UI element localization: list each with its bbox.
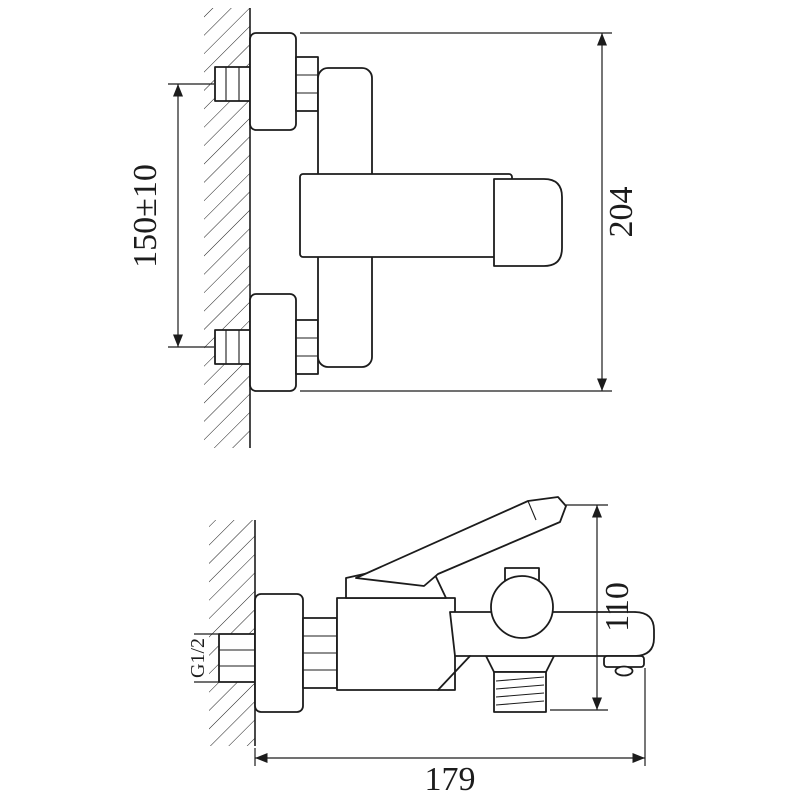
top-connector-nut (295, 56, 319, 112)
dimension-height: 110 (550, 504, 636, 711)
connector-nut-side (302, 617, 338, 689)
eccentric-side (254, 593, 304, 713)
wall-nut-side (218, 633, 256, 683)
side-view: G1/2 110 179 (187, 496, 655, 798)
handle-grip-front (493, 178, 563, 267)
bottom-eccentric (249, 293, 297, 392)
dimension-overall-height: 204 (300, 32, 640, 392)
top-wall-nut (214, 66, 251, 102)
dimension-depth: 179 (254, 668, 646, 798)
thread-size-label: G1/2 (187, 638, 209, 678)
handle-lever-side (355, 496, 567, 587)
aerator (603, 655, 645, 668)
diverter-knob (490, 575, 554, 639)
spout-front (299, 173, 513, 258)
bottom-wall-nut (214, 329, 251, 365)
body-side (336, 597, 456, 691)
body-underside-edge (437, 655, 471, 691)
front-view: 150±10 204 (127, 8, 640, 448)
top-eccentric (249, 32, 297, 131)
height-label: 110 (599, 582, 636, 632)
overall-height-label: 204 (603, 187, 640, 238)
mount-spacing-label: 150±10 (127, 164, 164, 268)
thread-callout: G1/2 (187, 633, 219, 683)
dimension-mount-spacing: 150±10 (127, 83, 214, 348)
aerator-outlet (614, 665, 634, 677)
depth-label: 179 (425, 761, 476, 798)
shower-outlet (485, 655, 555, 713)
wall-hatch-side (209, 520, 255, 746)
bottom-connector-nut (295, 319, 319, 375)
